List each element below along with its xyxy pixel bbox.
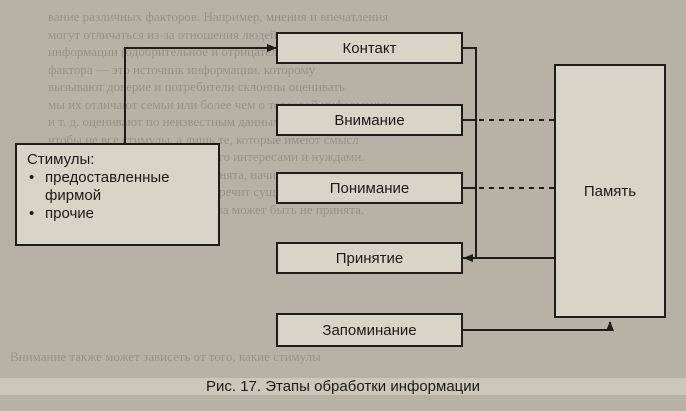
- stage-contact: Контакт: [276, 32, 463, 64]
- stage-comprehension: Понимание: [276, 172, 463, 204]
- stimuli-to-contact-arrow: [124, 44, 277, 143]
- stimuli-item-label: прочие: [45, 205, 95, 222]
- stimuli-item: • предоставленные фирмой: [27, 169, 218, 205]
- figure-caption: Рис. 17. Этапы обработки информации: [0, 378, 686, 395]
- stimuli-title: Стимулы:: [27, 151, 95, 168]
- memory-box: Память: [554, 64, 666, 318]
- stage-acceptance-label: Принятие: [335, 249, 404, 267]
- stage-comprehension-label: Понимание: [329, 179, 410, 197]
- background-text-bottom: Внимание также может зависеть от того, к…: [10, 349, 321, 364]
- chain-line: [463, 47, 477, 259]
- background-line: фактора — это источник информации, котор…: [48, 61, 316, 77]
- stage-contact-label: Контакт: [342, 39, 397, 57]
- bullet-icon: •: [29, 169, 35, 186]
- stage-retention-label: Запоминание: [322, 321, 417, 339]
- background-line: вание различных факторов. Например, мнен…: [48, 9, 389, 24]
- stimuli-list: • предоставленные фирмой • прочие: [27, 169, 218, 223]
- bullet-icon: •: [29, 205, 35, 222]
- stage-attention: Внимание: [276, 104, 463, 136]
- retention-to-memory-arrow: [463, 321, 614, 331]
- stimuli-box: Стимулы: • предоставленные фирмой • проч…: [15, 143, 220, 246]
- stimuli-item-label: предоставленные фирмой: [45, 169, 170, 204]
- stimuli-item: • прочие: [27, 205, 218, 223]
- stage-acceptance: Принятие: [276, 242, 463, 274]
- stage-retention: Запоминание: [276, 313, 463, 347]
- background-line: и т. д. оценивают по неизвестным данным: [48, 114, 282, 129]
- memory-label: Память: [583, 182, 637, 200]
- background-line: вызывают доверие и потребители склонны о…: [48, 79, 345, 94]
- stage-attention-label: Внимание: [334, 111, 405, 129]
